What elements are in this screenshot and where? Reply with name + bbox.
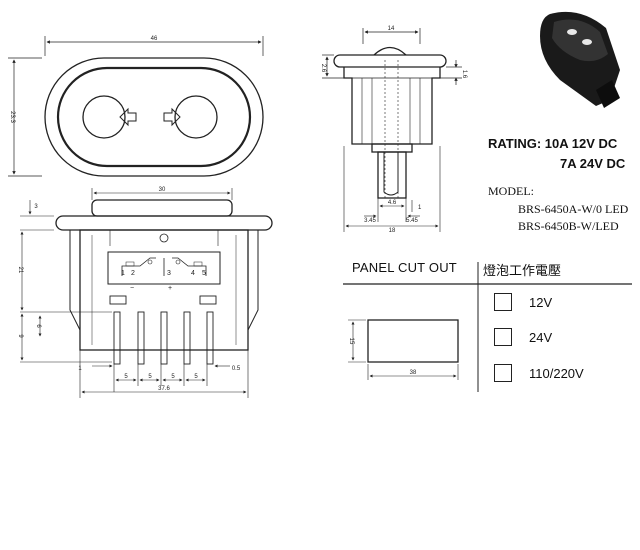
pitch-label: 5 <box>124 374 128 380</box>
cutout-width-label: 38 <box>410 370 417 376</box>
pin-number: 3 <box>167 270 171 277</box>
bottom-housing <box>79 229 249 351</box>
side-left-height-label: 2.6 <box>320 64 326 73</box>
voltage-option-24v[interactable]: 24V <box>494 328 552 346</box>
pitch-label: 5 <box>148 374 152 380</box>
panel-cutout-drawing <box>343 262 632 392</box>
pin-thickness-label: 0.5 <box>232 366 241 372</box>
front-inner-outline <box>56 66 252 168</box>
rating-line-2: 7A 24V DC <box>560 156 626 171</box>
voltage-label: 110/220V <box>529 365 584 381</box>
bottom-top-bump <box>91 199 233 217</box>
voltage-label: 12V <box>529 294 553 310</box>
right-arrow-icon <box>163 107 181 127</box>
cutout-rectangle <box>367 319 459 363</box>
pin-number: 2 <box>131 270 135 277</box>
side-overall-width-label: 18 <box>389 228 396 234</box>
plus-label: + <box>168 285 172 292</box>
front-width-label: 46 <box>151 36 158 42</box>
left-arrow-icon <box>119 107 137 127</box>
front-outer-outline <box>44 57 264 177</box>
side-pin-bottom-right-label: 5.45 <box>406 218 418 224</box>
voltage-label: 24V <box>529 329 553 345</box>
front-left-hole <box>82 95 126 139</box>
voltage-checkbox[interactable] <box>494 328 512 346</box>
voltage-option-110-220v[interactable]: 110/220V <box>494 364 584 382</box>
side-collar <box>371 143 413 153</box>
bottom-top-width-label: 30 <box>159 187 166 193</box>
model-item: BRS-6450A-W/0 LED <box>518 202 629 216</box>
indicator-dot <box>567 29 577 35</box>
side-pin-left-label: 4.6 <box>388 200 397 206</box>
voltage-option-12v[interactable]: 12V <box>494 293 552 311</box>
bottom-overall-width-label: 37.6 <box>158 386 170 392</box>
bottom-left-top-label: 3 <box>34 204 38 210</box>
side-pin-right-label: 1 <box>418 205 422 211</box>
pins <box>113 311 214 365</box>
voltage-checkbox[interactable] <box>494 364 512 382</box>
side-flange <box>333 54 447 68</box>
side-top-width-label: 14 <box>388 26 395 32</box>
rating-line-1: RATING: 10A 12V DC <box>488 136 618 151</box>
cutout-height-label: 15 <box>348 338 354 345</box>
front-right-hole <box>174 95 218 139</box>
model-item: BRS-6450B-W/LED <box>518 219 619 233</box>
side-dome <box>373 46 407 56</box>
side-pin-bottom-left-label: 3.45 <box>364 218 376 224</box>
pin-number: 5 <box>202 270 206 277</box>
bottom-left-bottom-label: 9 <box>17 334 23 338</box>
pin-left-gap-label: 1 <box>78 366 82 372</box>
bottom-view <box>20 188 273 398</box>
side-right-height-label: 1.6 <box>461 70 467 79</box>
minus-label: − <box>130 285 134 292</box>
panel-cutout-title: PANEL CUT OUT <box>352 260 457 275</box>
side-pin-block <box>377 151 407 199</box>
voltage-checkbox[interactable] <box>494 293 512 311</box>
pitch-label: 5 <box>194 374 198 380</box>
bottom-pin-height-label: 6 <box>35 324 41 328</box>
front-height-label: 23.3 <box>9 111 15 123</box>
front-view <box>8 36 264 177</box>
pin-number: 1 <box>121 270 125 277</box>
bottom-left-mid-label: 21 <box>17 267 23 274</box>
circuit-box <box>107 251 221 285</box>
side-body <box>343 67 441 145</box>
pitch-label: 5 <box>171 374 175 380</box>
pin-number: 4 <box>191 270 195 277</box>
side-view <box>322 28 462 232</box>
pin-number-labels: 1 2 3 4 5 <box>121 270 206 277</box>
lamp-voltage-title: 燈泡工作電壓 <box>483 263 562 278</box>
bottom-flange <box>55 215 273 231</box>
indicator-dot <box>582 39 592 45</box>
model-heading: MODEL: <box>488 184 534 198</box>
product-photo <box>540 11 620 108</box>
